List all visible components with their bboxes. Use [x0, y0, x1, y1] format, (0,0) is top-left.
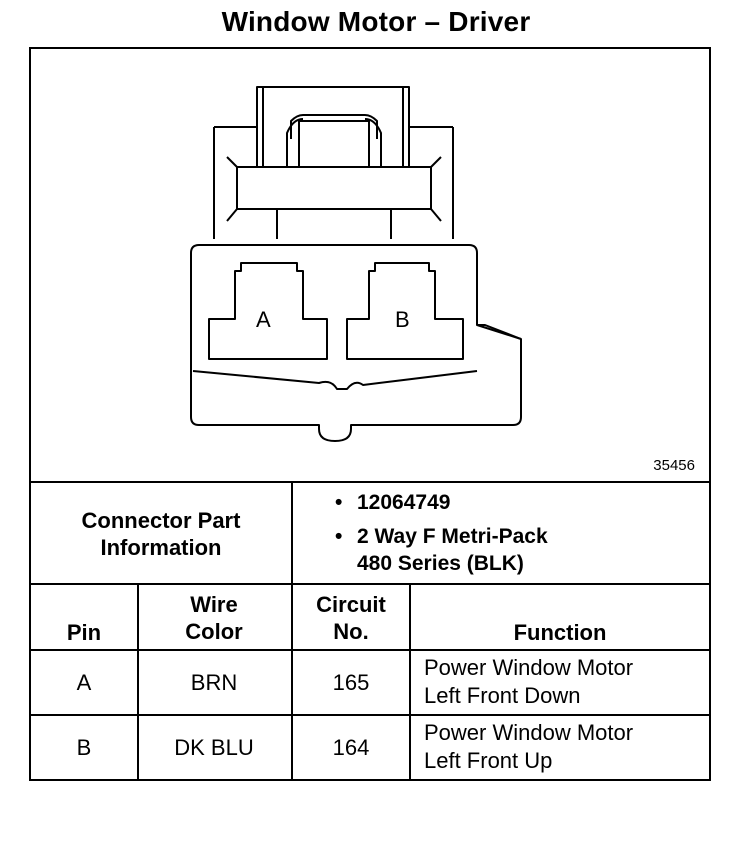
connector-drawing [190, 86, 522, 442]
row-b-function: Power Window Motor Left Front Up [424, 719, 633, 775]
row-a-pin: A [76, 670, 92, 695]
header-circuit-no: Circuit No. [293, 591, 409, 645]
divider [31, 583, 709, 585]
header-pin: Pin [66, 620, 102, 645]
connector-info-label: Connector Part Information [31, 507, 291, 561]
divider [31, 714, 709, 716]
header-wire-line2: Color [185, 619, 243, 644]
connector-latch [213, 86, 454, 239]
page-title: Window Motor – Driver [221, 6, 531, 37]
connector-illustration: A B 35456 [31, 49, 709, 481]
figure-number: 35456 [653, 457, 695, 474]
bullet-icon: • [335, 491, 343, 514]
header-circuit-line2: No. [333, 619, 369, 644]
row-b-circuit: 164 [332, 735, 370, 760]
divider [137, 583, 139, 779]
connector-body [190, 244, 522, 442]
row-b-pin: B [76, 735, 92, 760]
divider [291, 481, 293, 779]
divider [31, 649, 709, 651]
bullet-icon: • [335, 525, 343, 548]
connector-info-label-line2: Information [100, 535, 222, 560]
connector-chart: A B 35456 Connector Part Information • 1… [29, 47, 711, 781]
terminal-cavity-a [208, 262, 328, 360]
terminal-label-a: A [256, 307, 271, 332]
divider [31, 481, 709, 483]
row-a-wire-color: BRN [190, 670, 238, 695]
row-a-function: Power Window Motor Left Front Down [424, 654, 633, 710]
divider [409, 583, 411, 779]
row-a-function-line1: Power Window Motor [424, 655, 634, 680]
row-a-function-line2: Left Front Down [424, 683, 581, 708]
connector-type-line1: 2 Way F Metri-Pack [357, 525, 548, 548]
header-circuit-line1: Circuit [316, 592, 386, 617]
connector-info-label-line1: Connector Part [81, 508, 241, 533]
row-b-wire-color: DK BLU [174, 735, 254, 760]
terminal-cavity-b [346, 262, 464, 360]
part-number: 12064749 [357, 491, 451, 514]
row-a-circuit: 165 [332, 670, 370, 695]
row-b-function-line1: Power Window Motor [424, 720, 634, 745]
header-function: Function [513, 620, 607, 645]
row-b-function-line2: Left Front Up [424, 748, 553, 773]
connector-type-line2: 480 Series (BLK) [357, 552, 524, 575]
header-wire-color: Wire Color [137, 591, 291, 645]
header-wire-line1: Wire [190, 592, 238, 617]
terminal-label-b: B [395, 307, 410, 332]
